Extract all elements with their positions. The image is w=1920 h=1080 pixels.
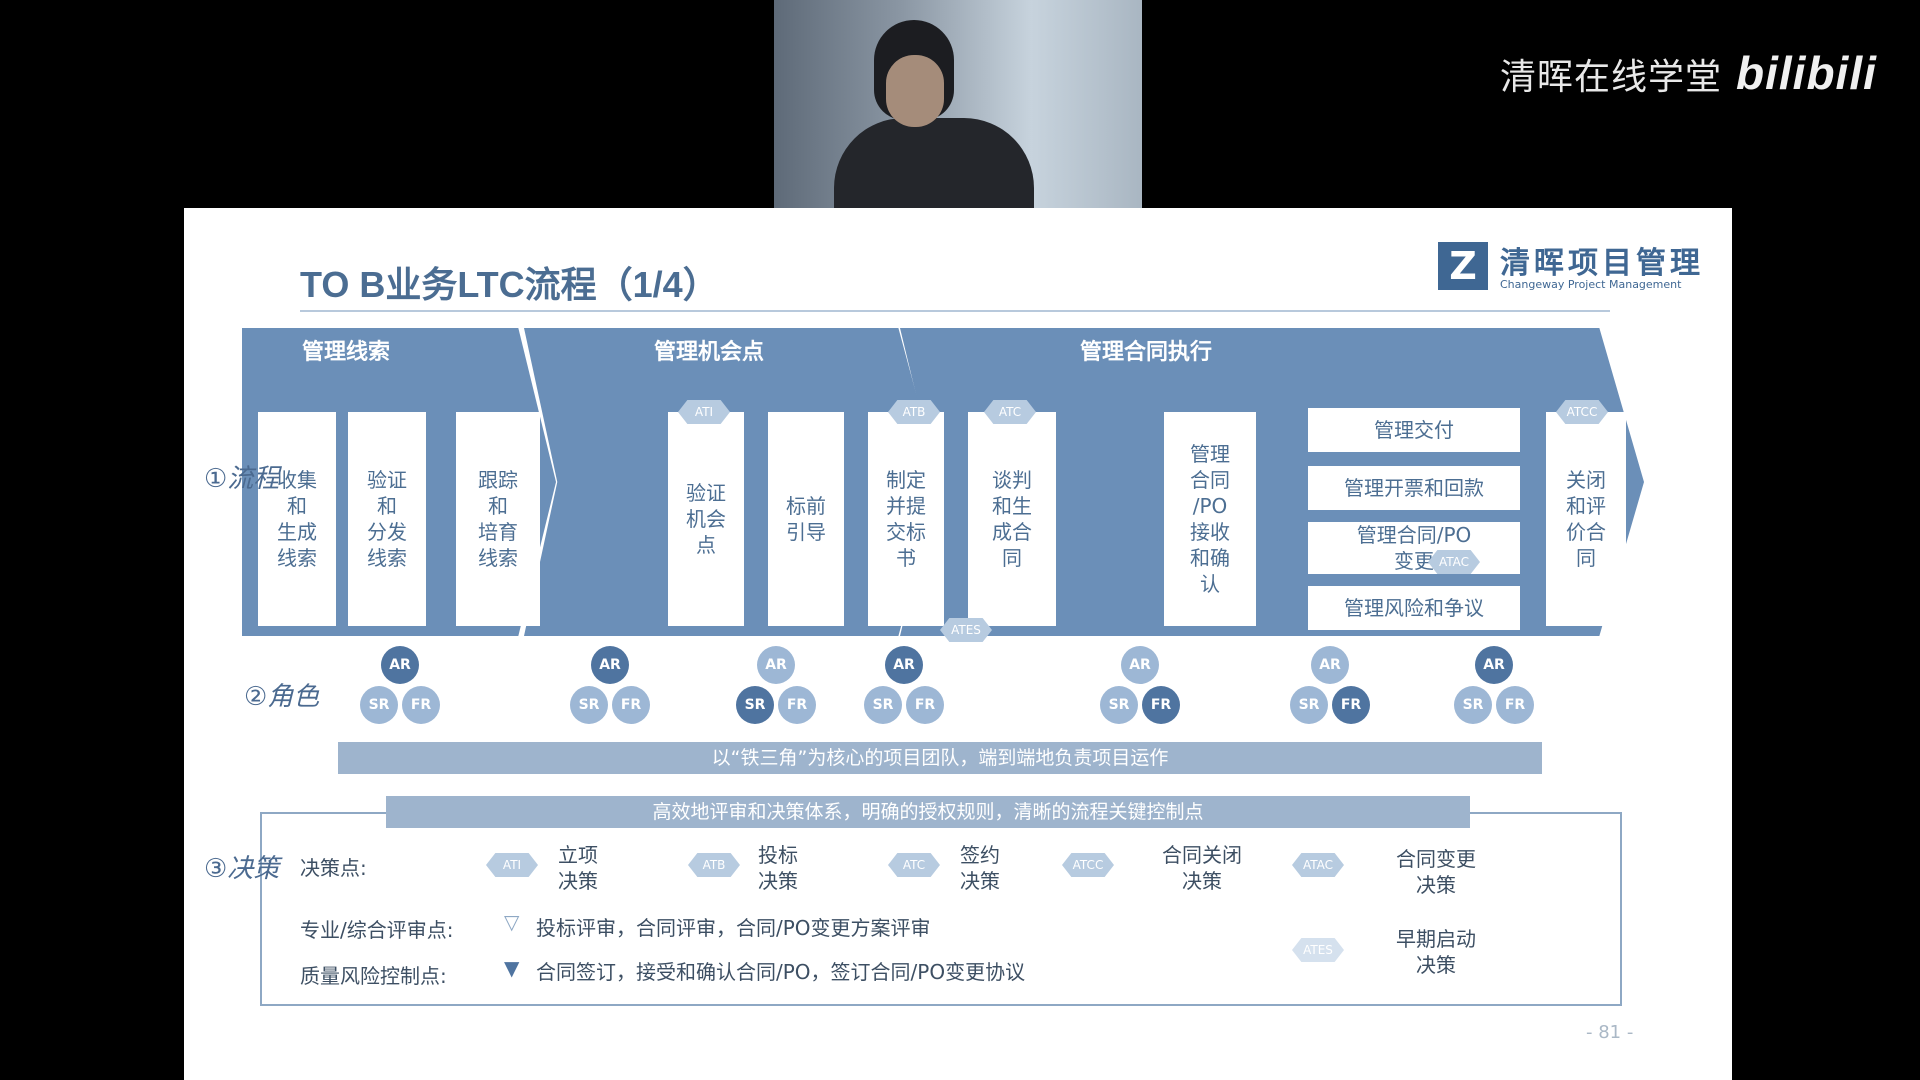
presentation-slide: TO B业务LTC流程（1/4） Z 清晖项目管理 Changeway Proj… — [184, 208, 1732, 1080]
annotation-role: ②角色 — [244, 682, 320, 712]
step-negotiate: 谈判 和生 成合 同 — [968, 412, 1056, 626]
legend-gate-atac: ATAC — [1292, 853, 1344, 877]
slide-title: TO B业务LTC流程（1/4） — [300, 264, 719, 305]
role-triangle-1: AR SR FR — [354, 646, 446, 730]
role-ar: AR — [1311, 646, 1349, 684]
legend-ati-text: 立项 决策 — [558, 843, 598, 893]
gate-atc: ATC — [984, 400, 1036, 424]
logo-en: Changeway Project Management — [1500, 278, 1682, 291]
step-billing: 管理开票和回款 — [1308, 466, 1520, 510]
step-verify-leads: 验证 和 分发 线索 — [348, 412, 426, 626]
legend-gate-ates: ATES — [1292, 938, 1344, 962]
legend-atb-text: 投标 决策 — [758, 843, 798, 893]
role-fr: FR — [1332, 686, 1370, 724]
presenter-face — [886, 55, 944, 127]
bilibili-logo: bilibili — [1736, 47, 1877, 99]
legend-gate-atc: ATC — [888, 853, 940, 877]
step-track-leads: 跟踪 和 培育 线索 — [456, 412, 540, 626]
company-logo: Z 清晖项目管理 Changeway Project Management — [1438, 238, 1708, 294]
role-sr: SR — [864, 686, 902, 724]
gate-atb: ATB — [888, 400, 940, 424]
role-triangle-4: AR SR FR — [858, 646, 950, 730]
annotation-process: ①流程 — [204, 464, 280, 494]
step-change: 管理合同/PO 变更 — [1308, 522, 1520, 574]
gate-atac: ATAC — [1428, 550, 1480, 574]
step-risk: 管理风险和争议 — [1308, 586, 1520, 630]
step-bid: 制定 并提 交标 书 — [868, 412, 944, 626]
role-triangle-5: AR SR FR — [1094, 646, 1186, 730]
title-divider — [300, 310, 1610, 312]
presenter-body — [834, 118, 1034, 208]
legend-gate-atb: ATB — [688, 853, 740, 877]
role-fr: FR — [1496, 686, 1534, 724]
role-fr: FR — [612, 686, 650, 724]
legend-atac-text: 合同变更 决策 — [1396, 847, 1476, 897]
gate-ates: ATES — [940, 618, 992, 642]
gate-atcc: ATCC — [1556, 400, 1608, 424]
legend-ates-text: 早期启动 决策 — [1396, 927, 1476, 977]
legend-gate-atcc: ATCC — [1062, 853, 1114, 877]
role-sr: SR — [736, 686, 774, 724]
page-number: - 81 - — [1586, 1022, 1634, 1043]
logo-mark-icon: Z — [1438, 242, 1488, 290]
role-sr: SR — [1100, 686, 1138, 724]
role-sr: SR — [570, 686, 608, 724]
role-triangle-7: AR SR FR — [1448, 646, 1540, 730]
role-triangle-3: AR SR FR — [730, 646, 822, 730]
quality-label: 质量风险控制点: — [300, 964, 447, 988]
role-sr: SR — [1454, 686, 1492, 724]
step-verify-opportunity: 验证 机会 点 — [668, 412, 744, 626]
quality-text: 合同签订，接受和确认合同/PO，签订合同/PO变更协议 — [536, 960, 1026, 984]
legend-atcc-text: 合同关闭 决策 — [1162, 843, 1242, 893]
brand-text: 清晖在线学堂 — [1500, 56, 1723, 97]
webcam-feed — [774, 0, 1142, 208]
phase-title-contract: 管理合同执行 — [1080, 340, 1213, 365]
role-ar: AR — [591, 646, 629, 684]
review-label: 专业/综合评审点: — [300, 918, 454, 942]
logo-cn: 清晖项目管理 — [1500, 246, 1704, 281]
role-fr: FR — [402, 686, 440, 724]
decision-label: 决策点: — [300, 856, 367, 880]
step-collect-leads: 收集 和 生成 线索 — [258, 412, 336, 626]
review-text: 投标评审，合同评审，合同/PO变更方案评审 — [536, 916, 931, 940]
step-pre-bid: 标前 引导 — [768, 412, 844, 626]
step-delivery: 管理交付 — [1308, 408, 1520, 452]
legend-atc-text: 签约 决策 — [960, 843, 1000, 893]
team-bar: 以“铁三角”为核心的项目团队，端到端地负责项目运作 — [338, 742, 1542, 774]
role-fr: FR — [906, 686, 944, 724]
role-fr: FR — [778, 686, 816, 724]
role-sr: SR — [1290, 686, 1328, 724]
quality-triangle-icon: ▼ — [504, 956, 520, 980]
role-ar: AR — [757, 646, 795, 684]
role-fr: FR — [1142, 686, 1180, 724]
review-triangle-icon: ▽ — [504, 910, 520, 934]
legend-bar: 高效地评审和决策体系，明确的授权规则，清晰的流程关键控制点 — [386, 796, 1470, 828]
role-sr: SR — [360, 686, 398, 724]
role-ar: AR — [1121, 646, 1159, 684]
role-ar: AR — [1475, 646, 1513, 684]
step-receive-contract: 管理 合同 /PO 接收 和确 认 — [1164, 412, 1256, 626]
legend-gate-ati: ATI — [486, 853, 538, 877]
annotation-decision: ③决策 — [204, 854, 280, 884]
role-ar: AR — [885, 646, 923, 684]
video-watermark: 清晖在线学堂 bilibili — [1500, 46, 1877, 100]
phase-title-leads: 管理线索 — [302, 340, 391, 365]
role-ar: AR — [381, 646, 419, 684]
step-close-contract: 关闭 和评 价合 同 — [1546, 412, 1626, 626]
gate-ati: ATI — [678, 400, 730, 424]
role-triangle-6: AR SR FR — [1284, 646, 1376, 730]
role-triangle-2: AR SR FR — [564, 646, 656, 730]
phase-title-opportunity: 管理机会点 — [654, 340, 765, 365]
